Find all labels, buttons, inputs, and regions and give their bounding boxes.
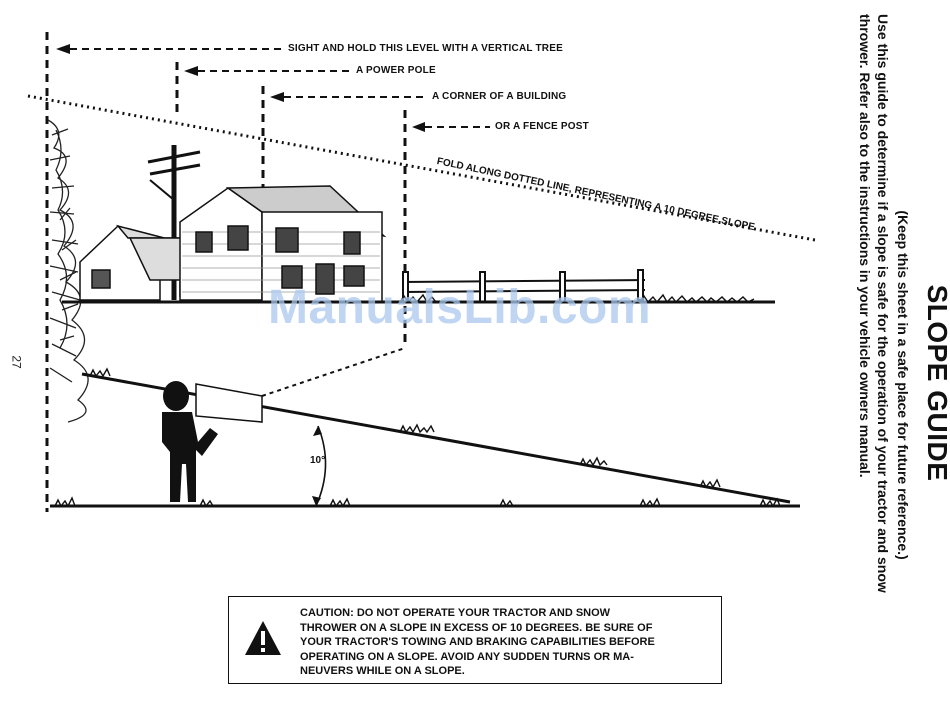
angle-label: 10°	[310, 455, 326, 466]
angle-arc	[315, 425, 327, 507]
fence-post-label: OR A FENCE POST	[495, 121, 589, 132]
building-label: A CORNER OF A BUILDING	[432, 91, 567, 102]
fold-line	[27, 94, 816, 242]
guide-sheet	[195, 383, 263, 423]
person-silhouette	[162, 381, 218, 502]
page-title: SLOPE GUIDE	[922, 284, 950, 482]
tree-label: SIGHT AND HOLD THIS LEVEL WITH A VERTICA…	[288, 43, 563, 54]
caution-line-2: THROWER ON A SLOPE IN EXCESS OF 10 DEGRE…	[300, 621, 653, 634]
caution-text: CAUTION: DO NOT OPERATE YOUR TRACTOR AND…	[300, 606, 718, 679]
power-pole-label: A POWER POLE	[356, 65, 436, 76]
tree	[47, 119, 89, 423]
watermark: ManualsLib.com	[268, 281, 652, 334]
main-house	[179, 185, 387, 303]
instruction-line-1: Use this guide to determine if a slope i…	[875, 14, 891, 593]
caution-line-3: YOUR TRACTOR'S TOWING AND BRAKING CAPABI…	[300, 636, 655, 648]
page-number: 27	[9, 355, 24, 369]
caution-line-4: OPERATING ON A SLOPE. AVOID ANY SUDDEN T…	[300, 650, 634, 663]
keep-note: (Keep this sheet in a safe place for fut…	[895, 210, 911, 560]
caution-line-1: CAUTION: DO NOT OPERATE YOUR TRACTOR AND…	[300, 607, 611, 619]
instruction-line-2: thrower. Refer also to the instructions …	[857, 14, 873, 478]
caution-box: CAUTION: DO NOT OPERATE YOUR TRACTOR AND…	[228, 596, 722, 684]
caution-line-5: NEUVERS WHILE ON A SLOPE.	[300, 665, 465, 677]
warning-triangle-icon	[245, 621, 281, 655]
